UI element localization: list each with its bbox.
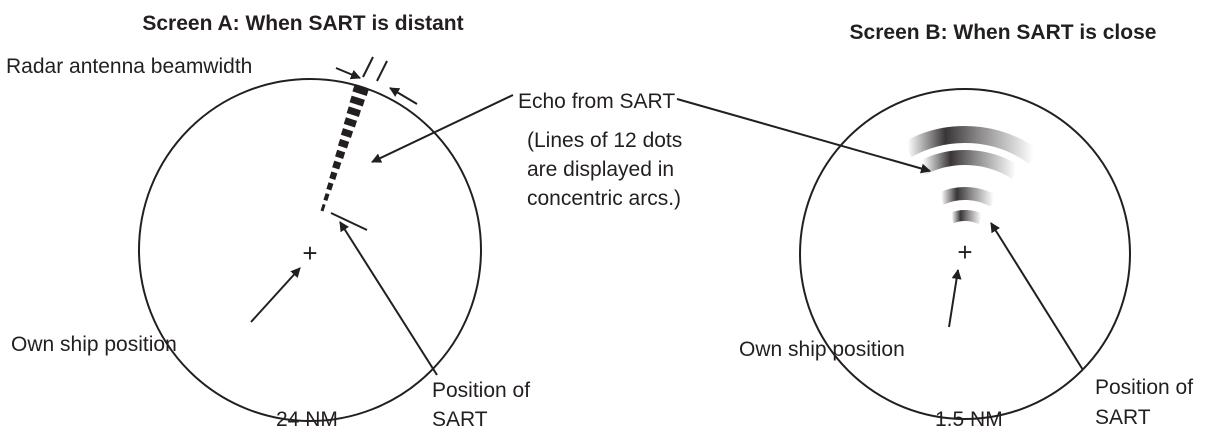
echo-dash — [329, 171, 338, 180]
sart-position-arrow-a — [339, 221, 438, 376]
echo-arc-highlight — [953, 221, 979, 227]
position-label-a-line1: Position of — [432, 379, 530, 402]
echo-dash — [340, 128, 354, 138]
echo-arc — [918, 150, 1021, 180]
position-label-a-line2: SART — [432, 408, 488, 431]
own-ship-label-b: Own ship position — [739, 338, 905, 361]
sart-echo-close — [903, 126, 1039, 227]
echo-arc — [938, 187, 998, 208]
radar-scope-b — [799, 88, 1131, 420]
position-label-b-line1: Position of — [1095, 376, 1193, 399]
screen-b-title: Screen B: When SART is close — [850, 21, 1157, 44]
echo-dash — [332, 160, 342, 170]
echo-dash — [349, 95, 365, 107]
sart-position-tick-a — [330, 212, 368, 231]
echo-arc — [903, 126, 1039, 165]
range-label-a: 24 NM — [276, 408, 338, 431]
echo-note-line2: are displayed in — [527, 158, 674, 181]
beamwidth-label: Radar antenna beamwidth — [6, 55, 252, 78]
own-ship-arrow-b — [948, 269, 962, 328]
echo-arrow-b — [676, 98, 931, 174]
echo-dash — [337, 138, 350, 149]
own-ship-marker-b: + — [957, 237, 972, 267]
sart-echo-distant — [320, 84, 369, 212]
echo-dash — [320, 203, 326, 212]
echo-arc-highlight — [943, 200, 991, 209]
range-label-b: 1.5 NM — [935, 408, 1003, 431]
echo-arc-highlight — [925, 165, 1013, 181]
own-ship-label-a: Own ship position — [11, 333, 177, 356]
echo-dash — [352, 84, 369, 96]
radar-scope-a — [138, 78, 482, 422]
position-label-b-line2: SART — [1095, 406, 1151, 429]
echo-arc-highlight — [911, 143, 1029, 166]
echo-label: Echo from SART — [518, 90, 675, 113]
sart-position-arrow-b — [990, 222, 1084, 371]
own-ship-marker-a: + — [302, 238, 317, 268]
own-ship-arrow-a — [250, 267, 301, 323]
echo-dash — [323, 193, 330, 201]
echo-dash — [326, 182, 334, 191]
echo-note-line1: (Lines of 12 dots — [527, 129, 682, 152]
beamwidth-indicator — [335, 56, 418, 105]
echo-dash — [343, 117, 358, 128]
echo-arc — [949, 210, 984, 226]
echo-dash — [346, 106, 361, 117]
echo-dash — [335, 149, 346, 159]
echo-note-line3: concentric arcs.) — [527, 187, 681, 210]
screen-a-title: Screen A: When SART is distant — [142, 12, 463, 35]
echo-arrow-a — [371, 94, 514, 163]
